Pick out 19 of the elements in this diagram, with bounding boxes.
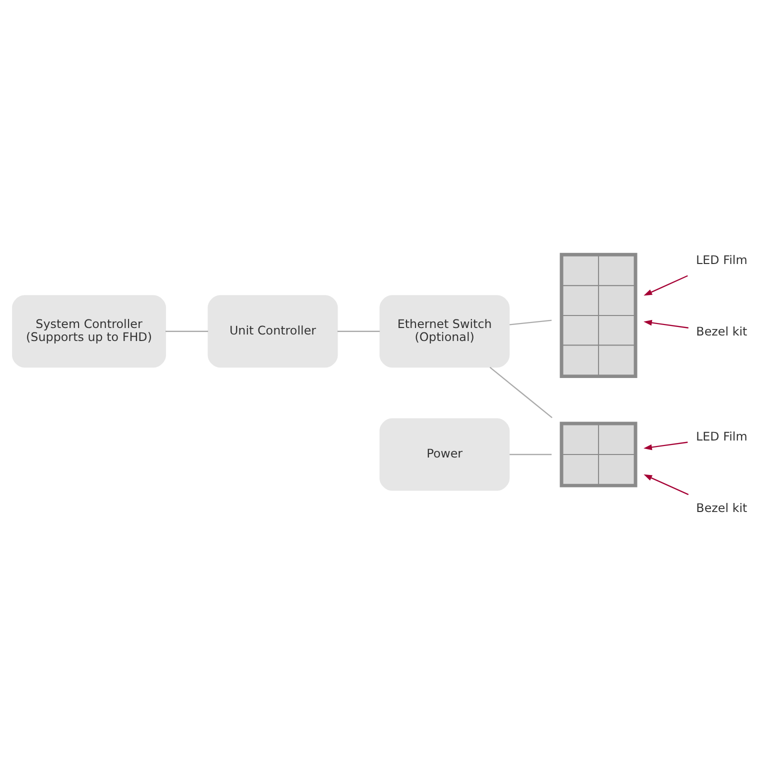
node-text: LED Film [696,430,748,444]
connector [510,320,552,326]
node-box: Ethernet Switch (Optional) [380,295,510,368]
node-text: Bezel kit [696,501,748,516]
connector [337,330,380,332]
node-picture [560,252,638,378]
connector [166,330,208,332]
node-text: LED Film [696,252,748,267]
connector [490,366,552,418]
node-text: Bezel kit [696,324,748,338]
node-box: System Controller (Supports up to FHD) [12,295,166,368]
node-box: Unit Controller [208,295,338,368]
arrow [644,442,688,450]
node-picture [560,422,638,488]
connector [510,454,552,456]
node-box: Power [380,418,510,491]
arrow [644,320,688,328]
arrow [644,275,688,296]
arrow [644,474,689,496]
